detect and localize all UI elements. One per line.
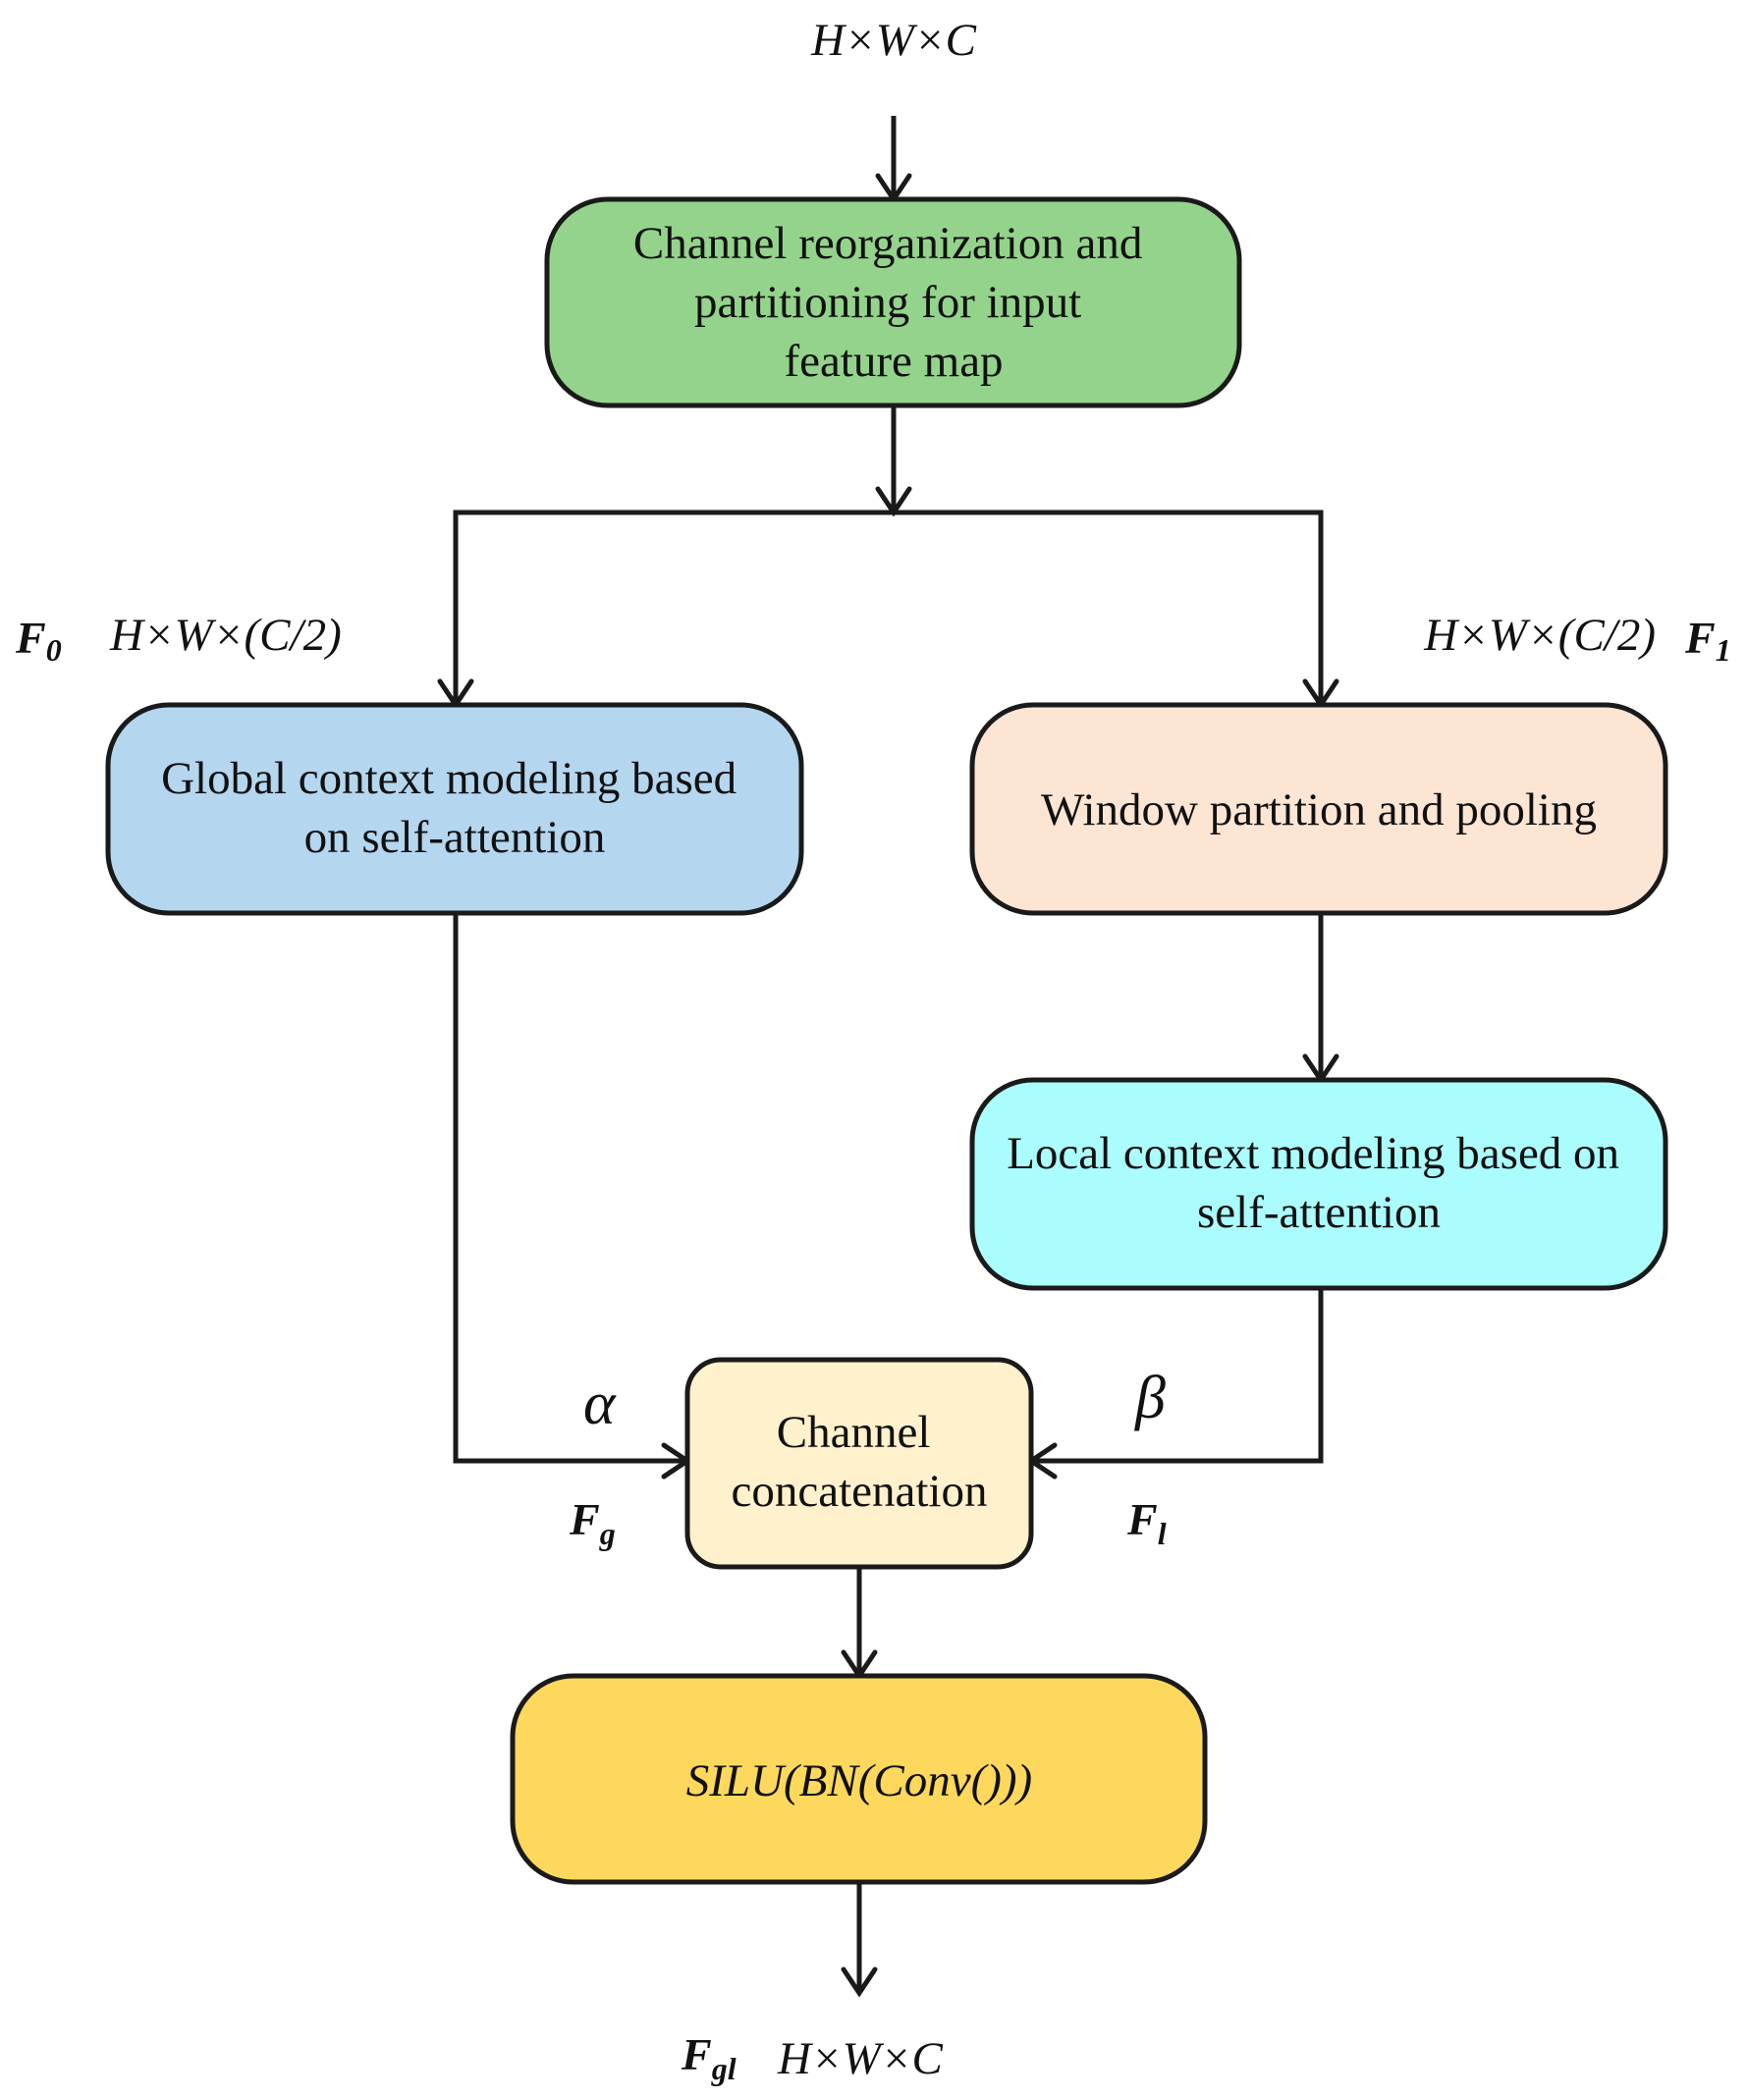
f0-label: F0 [15, 613, 62, 668]
svg-text:Channel concatenation: Channel concatenation [732, 1407, 988, 1517]
fl-label: Fl [1126, 1494, 1167, 1551]
svg-text:Global context modeling based: Global context modeling based on self-at… [161, 753, 748, 863]
local-context-shape [969, 1077, 1668, 1291]
local-to-concat-connector [1026, 1288, 1324, 1480]
channel-reorganization-line-3: feature map [784, 336, 1003, 387]
fg-label: Fg [569, 1494, 616, 1551]
f0-dimension-label: H×W×(C/2) [109, 610, 342, 661]
window-to-local-arrow [1302, 913, 1339, 1085]
concat-to-silu-arrow [841, 1567, 878, 1681]
svg-text:Window partition and pooling: Window partition and pooling [1041, 784, 1597, 835]
fgl-label: Fgl [681, 2029, 737, 2086]
svg-text:Local context modeling based o: Local context modeling based on self-att… [1007, 1128, 1631, 1238]
window-partition-line-1: Window partition and pooling [1041, 784, 1597, 835]
global-context-line-1: Global context modeling based [161, 753, 737, 804]
global-to-concat-connector [453, 913, 692, 1480]
input-dimension-label: H×W×C [810, 15, 977, 66]
output-arrow [841, 1882, 878, 1998]
local-context-line-1: Local context modeling based on [1007, 1128, 1619, 1179]
silu-bn-conv-text: SILU(BN(Conv())) [686, 1755, 1032, 1806]
local-context-line-2: self-attention [1197, 1187, 1441, 1238]
global-context-box: Global context modeling based on self-at… [105, 702, 804, 916]
window-partition-box: Window partition and pooling [969, 702, 1668, 916]
channel-concatenation-shape [684, 1357, 1034, 1570]
svg-text:Channel reorganization and: Channel reorganization and partitioning … [633, 218, 1154, 387]
channel-concatenation-line-1: Channel [777, 1407, 931, 1458]
channel-concatenation-box: Channel concatenation [684, 1357, 1034, 1570]
silu-bn-conv-box: SILU(BN(Conv())) [510, 1673, 1208, 1885]
f1-dimension-label: H×W×(C/2) [1423, 610, 1656, 661]
local-context-box: Local context modeling based on self-att… [969, 1077, 1668, 1291]
split-connector [437, 405, 1339, 710]
channel-reorganization-box: Channel reorganization and partitioning … [544, 196, 1242, 408]
channel-reorganization-line-2: partitioning for input [694, 277, 1081, 328]
alpha-label: α [583, 1371, 617, 1437]
beta-label: β [1134, 1365, 1166, 1431]
channel-reorganization-line-1: Channel reorganization and [633, 218, 1143, 269]
global-context-line-2: on self-attention [304, 812, 606, 863]
output-dimension-label: H×W×C [777, 2033, 944, 2084]
channel-concatenation-line-2: concatenation [732, 1466, 988, 1517]
global-context-shape [105, 702, 804, 916]
input-arrow [875, 116, 912, 204]
f1-label: F1 [1684, 613, 1731, 668]
